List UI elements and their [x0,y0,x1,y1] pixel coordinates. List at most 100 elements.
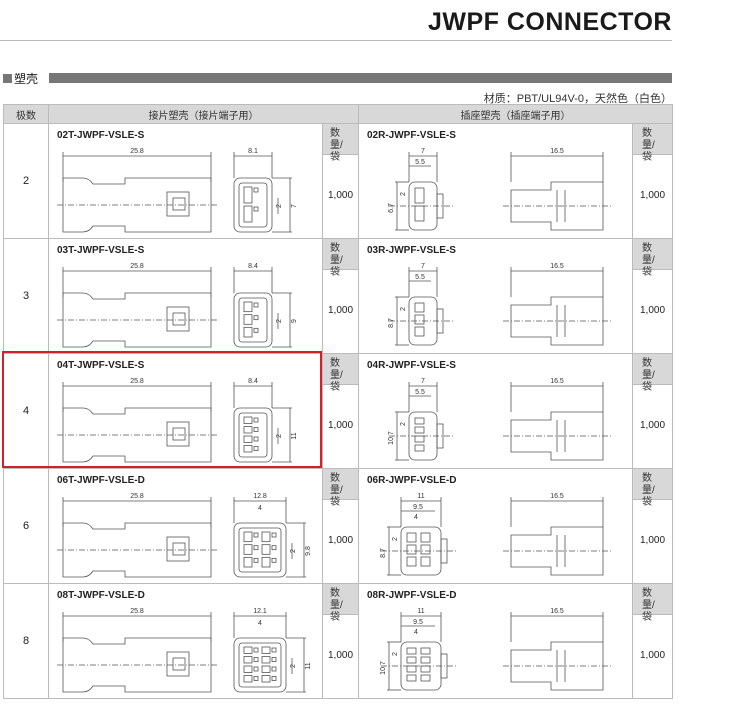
dimension-label: 25.8 [130,148,144,155]
pole-count: 2 [3,123,49,239]
dimension-label: 9 [291,319,298,323]
section-bar [49,73,672,83]
qty-value: 1,000 [639,535,666,546]
dimension-label: 8.1 [248,148,258,155]
dimension-label: 12.8 [253,493,267,500]
qty-value: 1,000 [327,305,354,316]
dimension-label: 5.5 [415,389,425,396]
dimension-label: 2 [400,422,407,426]
dimension-label: 2 [276,204,283,208]
material-note: 材质：PBT/UL94V-0，天然色（白色） [483,93,672,105]
qty-header-cell: 数量/袋 [633,239,672,278]
receptacle-qty-cell: 数量/袋 1,000 [632,238,673,354]
qty-header-cell: 数量/袋 [633,469,672,508]
dimension-label: 16.5 [550,608,564,615]
part-number: 04T-JWPF-VSLE-S [57,360,145,371]
qty-header: 数量/袋 [642,358,655,393]
receptacle-drawing: 7 5.5 10.7 2 16.5 [388,378,611,461]
part-number: 03T-JWPF-VSLE-S [57,245,145,256]
dimension-label: 16.5 [550,263,564,270]
part-number: 02T-JWPF-VSLE-S [57,130,145,141]
qty-header-cell: 数量/袋 [633,124,672,163]
dimension-label: 8.7 [388,318,395,328]
section-label: 塑壳 [14,72,39,86]
dimension-label: 10.7 [388,431,395,445]
part-number: 08T-JWPF-VSLE-D [57,590,145,601]
dimension-label: 7 [421,263,425,270]
dimension-label: 5.5 [415,274,425,281]
qty-header: 数量/袋 [330,128,343,163]
header-poles: 极数 [3,104,49,124]
part-number: 06T-JWPF-VSLE-D [57,475,145,486]
header-plug: 接片塑壳（接片端子用） [48,104,359,124]
part-number: 08R-JWPF-VSLE-D [367,590,457,601]
dimension-label: 2 [392,652,399,656]
dimension-label: 11 [417,608,424,615]
housing-table: 极数 接片塑壳（接片端子用） 插座塑壳（插座端子用） 2 02T-JWPF-VS… [3,104,673,699]
qty-header: 数量/袋 [330,243,343,278]
dimension-label: 2 [290,664,297,668]
dimension-label: 11 [305,662,312,669]
dimension-label: 16.5 [550,493,564,500]
dimension-label: 8.4 [248,378,258,385]
dimension-label: 9.8 [305,546,312,556]
dimension-label: 25.8 [130,378,144,385]
dimension-label: 8.4 [248,263,258,270]
receptacle-cell: 04R-JWPF-VSLE-S 7 5.5 10.7 2 16.5 [358,353,633,469]
highlight-box [2,351,322,468]
qty-header: 数量/袋 [642,588,655,623]
qty-value: 1,000 [327,190,354,201]
qty-header-cell: 数量/袋 [323,354,358,393]
dimension-label: 9.5 [413,619,423,626]
qty-header-cell: 数量/袋 [633,584,672,623]
qty-header: 数量/袋 [330,473,343,508]
dimension-label: 25.8 [130,493,144,500]
dimension-label: 16.5 [550,148,564,155]
dimension-label: 11 [417,493,424,500]
plug-drawing: 25.8 8.4 2 9 [57,263,298,348]
dimension-label: 2 [276,319,283,323]
page-title: JWPF CONNECTOR [427,8,672,36]
dimension-label: 25.8 [130,263,144,270]
qty-header-cell: 数量/袋 [323,469,358,508]
qty-value: 1,000 [327,650,354,661]
plug-drawing: 25.8 8.1 2 7 [57,148,298,233]
square-bullet-icon [3,74,12,83]
qty-value: 1,000 [639,650,666,661]
qty-header: 数量/袋 [642,243,655,278]
dimension-label: 11 [291,432,298,439]
part-number: 03R-JWPF-VSLE-S [367,245,456,256]
pole-count: 8 [3,583,49,699]
dimension-label: 7 [421,148,425,155]
dimension-label: 7 [421,378,425,385]
dimension-label: 8.7 [380,548,387,558]
header-receptacle: 插座塑壳（插座端子用） [358,104,673,124]
dimension-label: 5.5 [415,159,425,166]
qty-header-cell: 数量/袋 [323,584,358,623]
qty-header: 数量/袋 [330,588,343,623]
dimension-label: 6.7 [388,203,395,213]
part-number: 02R-JWPF-VSLE-S [367,130,456,141]
pole-count: 6 [3,468,49,584]
qty-value: 1,000 [639,305,666,316]
dimension-label: 7 [291,204,298,208]
part-number: 04R-JWPF-VSLE-S [367,360,456,371]
dimension-label: 16.5 [550,378,564,385]
